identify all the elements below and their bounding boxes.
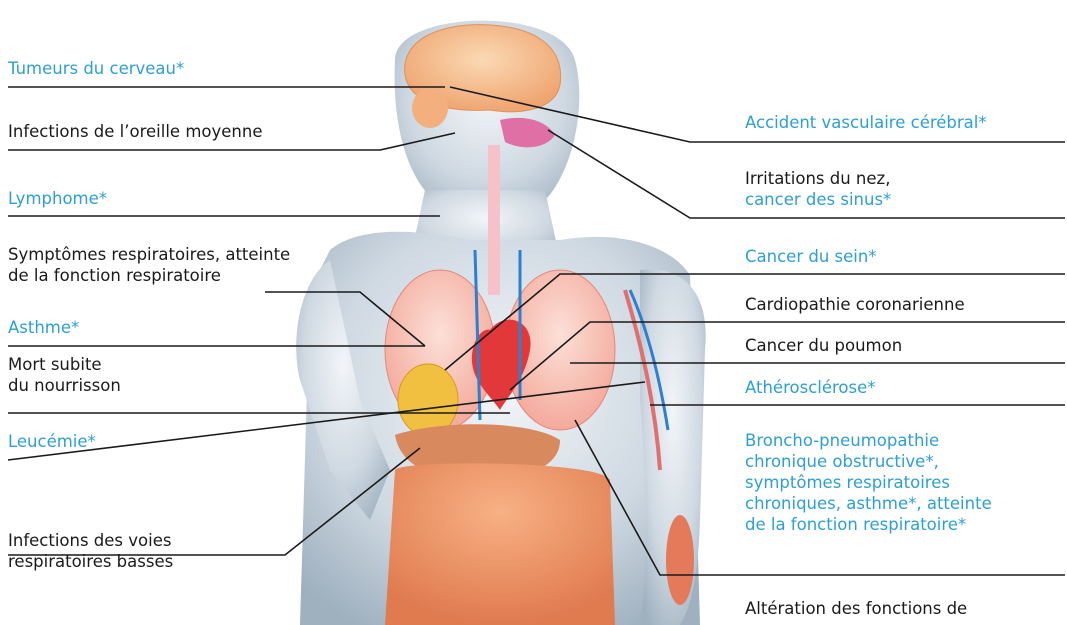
label-tumeurs: Tumeurs du cerveau* bbox=[8, 58, 184, 79]
label-bpco: Broncho-pneumopathie chronique obstructi… bbox=[745, 430, 992, 535]
label-line: Infections de l’oreille moyenne bbox=[8, 121, 262, 142]
label-line: symptômes respiratoires bbox=[745, 472, 992, 493]
label-alteration: Altération des fonctions de bbox=[745, 598, 967, 619]
label-line: cancer des sinus* bbox=[745, 189, 891, 210]
label-line: Broncho-pneumopathie bbox=[745, 430, 992, 451]
label-cardio: Cardiopathie coronarienne bbox=[745, 294, 965, 315]
label-line: respiratoires basses bbox=[8, 551, 173, 572]
trachea-shape bbox=[488, 145, 500, 295]
breast-gland-shape bbox=[398, 364, 458, 436]
label-nez: Irritations du nez, cancer des sinus* bbox=[745, 168, 891, 210]
label-line: Altération des fonctions de bbox=[745, 598, 967, 619]
label-line: Cancer du poumon bbox=[745, 335, 902, 356]
label-line: du nourrisson bbox=[8, 375, 121, 396]
label-leucemie: Leucémie* bbox=[8, 431, 96, 452]
label-line: Lymphome* bbox=[8, 188, 107, 209]
label-line: Irritations du nez, bbox=[745, 168, 891, 189]
label-line: Accident vasculaire cérébral* bbox=[745, 112, 987, 133]
label-voies: Infections des voies respiratoires basse… bbox=[8, 530, 173, 572]
label-line: Athérosclérose* bbox=[745, 377, 876, 398]
cerebellum-shape bbox=[412, 88, 448, 128]
label-lymphome: Lymphome* bbox=[8, 188, 107, 209]
label-line: Tumeurs du cerveau* bbox=[8, 58, 184, 79]
label-line: Cardiopathie coronarienne bbox=[745, 294, 965, 315]
label-line: chronique obstructive*, bbox=[745, 451, 992, 472]
label-asthme: Asthme* bbox=[8, 317, 79, 338]
label-sein: Cancer du sein* bbox=[745, 246, 877, 267]
label-line: Leucémie* bbox=[8, 431, 96, 452]
label-line: de la fonction respiratoire bbox=[8, 265, 290, 286]
label-line: Asthme* bbox=[8, 317, 79, 338]
label-line: chroniques, asthme*, atteinte bbox=[745, 493, 992, 514]
label-line: Infections des voies bbox=[8, 530, 173, 551]
label-mort: Mort subite du nourrisson bbox=[8, 354, 121, 396]
label-avc: Accident vasculaire cérébral* bbox=[745, 112, 987, 133]
label-line: de la fonction respiratoire* bbox=[745, 514, 992, 535]
label-oreille: Infections de l’oreille moyenne bbox=[8, 121, 262, 142]
label-line: Symptômes respiratoires, atteinte bbox=[8, 244, 290, 265]
intestines-shape bbox=[385, 463, 615, 625]
label-line: Cancer du sein* bbox=[745, 246, 877, 267]
label-athero: Athérosclérose* bbox=[745, 377, 876, 398]
forearm-muscle-shape bbox=[666, 515, 694, 605]
label-line: Mort subite bbox=[8, 354, 121, 375]
label-poumon: Cancer du poumon bbox=[745, 335, 902, 356]
label-resp: Symptômes respiratoires, atteinte de la … bbox=[8, 244, 290, 286]
